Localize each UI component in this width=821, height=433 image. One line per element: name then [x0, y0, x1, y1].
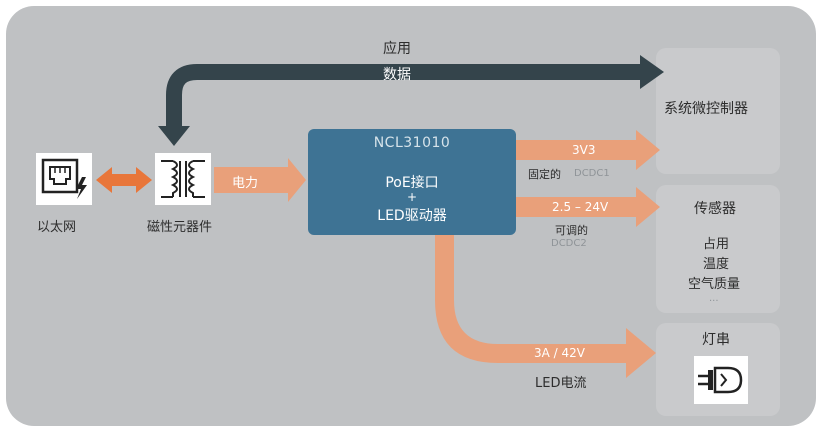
chip-poe-interface: PoE接口 [385, 175, 439, 191]
magnetics-label: 磁性元器件 [147, 220, 213, 235]
output-adjustable-voltage: 2.5 – 24V [552, 200, 609, 214]
chip-plus: + [406, 190, 418, 204]
data-arrow-shaft [166, 64, 640, 126]
light-string-label: 灯串 [702, 332, 730, 348]
ethernet-label: 以太网 [37, 220, 77, 235]
system-controller-label: 系统微控制器 [664, 101, 748, 117]
top-arrow-label-application: 应用 [383, 41, 411, 57]
output-adjustable-caption: 可调的 [555, 224, 588, 237]
ethernet-magnetics-arrow [96, 167, 152, 193]
output-fixed-dcdc: DCDC1 [574, 168, 610, 179]
led-current-caption: LED电流 [535, 376, 587, 391]
data-arrow-head-right [640, 55, 664, 89]
power-arrow [214, 158, 306, 202]
output-3v3-voltage: 3V3 [572, 143, 596, 157]
output-3v3-arrow [516, 130, 660, 170]
power-arrow-label: 电力 [232, 176, 259, 191]
output-adjustable-arrow [516, 187, 660, 227]
ethernet-port-icon [41, 158, 87, 199]
sensor-item-more: ... [709, 293, 719, 304]
ethernet-icon-tile [36, 153, 92, 205]
data-arrow-head-down [158, 126, 190, 146]
chip-name: NCL31010 [373, 135, 451, 151]
sensors-box [656, 185, 780, 313]
led-bulb-icon [698, 366, 743, 394]
top-arrow-label-data: 数据 [383, 67, 411, 83]
chip-led-driver: LED驱动器 [377, 208, 447, 224]
sensor-item-occupancy: 占用 [703, 237, 730, 252]
ncl31010-chip-box: NCL31010 PoE接口 + LED驱动器 [308, 129, 516, 235]
led-output-value: 3A / 42V [534, 346, 585, 360]
sensor-item-air-quality: 空气质量 [688, 277, 741, 292]
output-adjustable-dcdc: DCDC2 [551, 238, 587, 249]
sensor-item-temperature: 温度 [703, 257, 730, 272]
output-fixed-caption: 固定的 [528, 168, 561, 181]
led-icon-tile [694, 356, 748, 404]
system-controller-box [656, 48, 780, 174]
sensors-title: 传感器 [694, 201, 736, 217]
transformer-icon-tile [155, 153, 211, 205]
transformer-icon [161, 160, 205, 198]
led-current-arrow [435, 235, 656, 378]
